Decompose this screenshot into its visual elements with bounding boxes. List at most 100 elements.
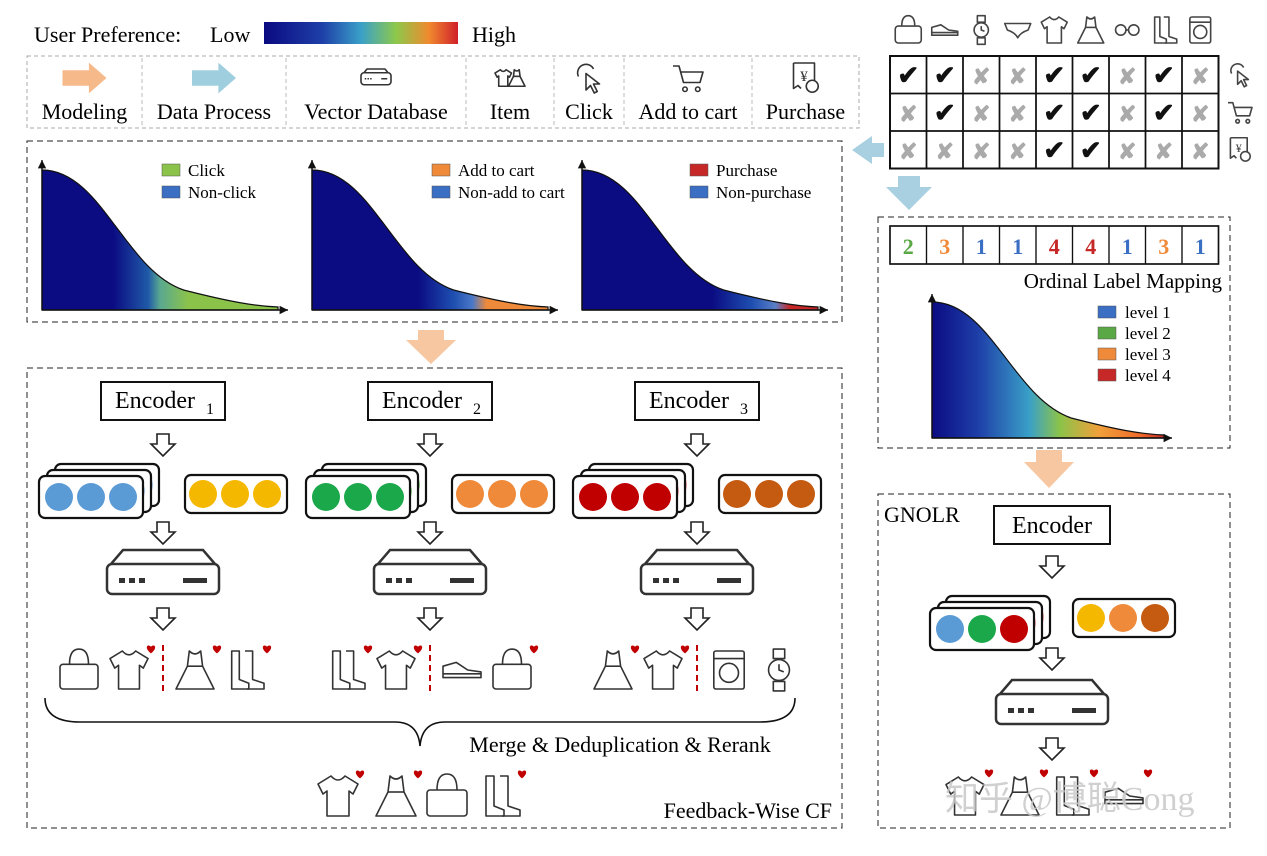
legend-swatch-negative xyxy=(689,185,709,199)
watermark: 知乎 @博聪Cong xyxy=(945,780,1195,818)
embedding-dot xyxy=(968,615,996,643)
embedding-dot xyxy=(755,480,783,508)
cross-mark: ✘ xyxy=(972,64,990,89)
encoder-subscript: 2 xyxy=(473,401,481,418)
gnolr-title: GNOLR xyxy=(884,502,960,527)
cross-mark: ✘ xyxy=(1191,139,1209,164)
level-swatch xyxy=(1097,305,1117,319)
gnolr-panel: GNOLR Encoder xyxy=(877,493,1231,829)
embedding-dot xyxy=(312,483,340,511)
legend-swatch-negative xyxy=(161,185,181,199)
washer-icon xyxy=(712,650,745,690)
sneaker-icon xyxy=(1104,787,1144,805)
check-mark: ✔ xyxy=(1080,61,1102,90)
ordinal-label: 2 xyxy=(903,234,914,259)
legend-swatch-positive xyxy=(431,163,451,177)
check-mark: ✔ xyxy=(1153,61,1175,90)
legend-negative-label: Non-purchase xyxy=(716,183,811,202)
purchase-receipt-icon: ¥ xyxy=(792,62,820,94)
dress-icon xyxy=(593,650,633,690)
check-mark: ✔ xyxy=(1043,98,1065,127)
cross-mark: ✘ xyxy=(972,101,990,126)
check-mark: ✔ xyxy=(1043,61,1065,90)
heart-icon xyxy=(1039,769,1049,778)
encoder-box xyxy=(634,381,760,421)
tshirt-icon xyxy=(945,776,985,816)
preference-high: High xyxy=(472,22,516,47)
level-label: level 3 xyxy=(1125,345,1171,364)
encoder-name: Encoder xyxy=(115,388,195,414)
embedding-dot xyxy=(643,483,671,511)
encoder-name: Encoder xyxy=(382,388,462,414)
dress-icon xyxy=(375,775,417,817)
cursor-click-icon xyxy=(1230,63,1250,88)
level-label: level 2 xyxy=(1125,324,1171,343)
embedding-dot xyxy=(1077,604,1105,632)
encoder-subscript: 1 xyxy=(206,401,214,418)
ordinal-label: 1 xyxy=(1122,234,1133,259)
heart-icon xyxy=(212,645,222,654)
legend-swatch-negative xyxy=(431,185,451,199)
ordinal-label: 1 xyxy=(1195,234,1206,259)
purchase-receipt-icon: ¥ xyxy=(1229,136,1251,162)
legend-positive-label: Click xyxy=(188,161,225,180)
ordinal-label: 3 xyxy=(1158,234,1169,259)
check-mark: ✔ xyxy=(1043,136,1065,165)
gnolr-encoder-box xyxy=(993,505,1111,545)
cross-mark: ✘ xyxy=(1118,101,1136,126)
orange-arrow-down xyxy=(406,330,456,364)
embedding-dot xyxy=(936,615,964,643)
heart-icon xyxy=(363,645,373,654)
merge-label: Merge & Deduplication & Rerank xyxy=(469,732,770,757)
svg-text:¥: ¥ xyxy=(800,69,808,85)
heart-icon xyxy=(355,770,365,779)
boots-icon xyxy=(1153,16,1178,44)
dress-icon xyxy=(507,68,526,88)
legend-positive-label: Add to cart xyxy=(458,161,535,180)
server-icon xyxy=(360,68,392,86)
legend-label: Click xyxy=(565,99,613,124)
cross-mark: ✘ xyxy=(899,101,917,126)
dress-icon xyxy=(175,650,215,690)
cross-mark: ✘ xyxy=(936,139,954,164)
bag-icon xyxy=(59,648,99,690)
vector-database-server xyxy=(105,548,221,596)
heart-icon xyxy=(262,645,272,654)
preference-low: Low xyxy=(210,22,250,47)
tshirt-icon xyxy=(317,775,359,817)
embedding-dot xyxy=(45,483,73,511)
heart-icon xyxy=(529,645,539,654)
check-mark: ✔ xyxy=(1153,98,1175,127)
check-mark: ✔ xyxy=(1080,98,1102,127)
embedding-dot xyxy=(787,480,815,508)
ordinal-label: 1 xyxy=(1012,234,1023,259)
embedding-dot xyxy=(1109,604,1137,632)
encoder-column: Encoder 1 xyxy=(37,381,289,693)
ordinal-title: Ordinal Label Mapping xyxy=(1024,269,1223,293)
blue-arrow-down xyxy=(886,176,932,210)
legend-label: Purchase xyxy=(766,99,845,124)
orange-arrow-gnolr xyxy=(1024,450,1074,488)
cross-mark: ✘ xyxy=(1191,101,1209,126)
encoder-box xyxy=(100,381,226,421)
down-arrow-icon xyxy=(416,607,444,632)
encoder-name: Encoder xyxy=(649,388,729,414)
down-arrow-icon xyxy=(416,521,444,546)
cross-mark: ✘ xyxy=(1155,139,1173,164)
legend-label: Add to cart xyxy=(639,99,738,124)
preference-curve xyxy=(311,169,549,311)
cross-mark: ✘ xyxy=(1118,64,1136,89)
ordinal-label: 3 xyxy=(939,234,950,259)
cross-mark: ✘ xyxy=(1009,64,1027,89)
encoder-box xyxy=(367,381,493,421)
tshirt-icon xyxy=(643,650,683,690)
down-arrow-icon xyxy=(1038,647,1066,672)
boots-icon xyxy=(230,650,265,690)
check-mark: ✔ xyxy=(897,61,919,90)
level-label: level 4 xyxy=(1125,366,1171,385)
cross-mark: ✘ xyxy=(1118,139,1136,164)
level-swatch xyxy=(1097,368,1117,382)
